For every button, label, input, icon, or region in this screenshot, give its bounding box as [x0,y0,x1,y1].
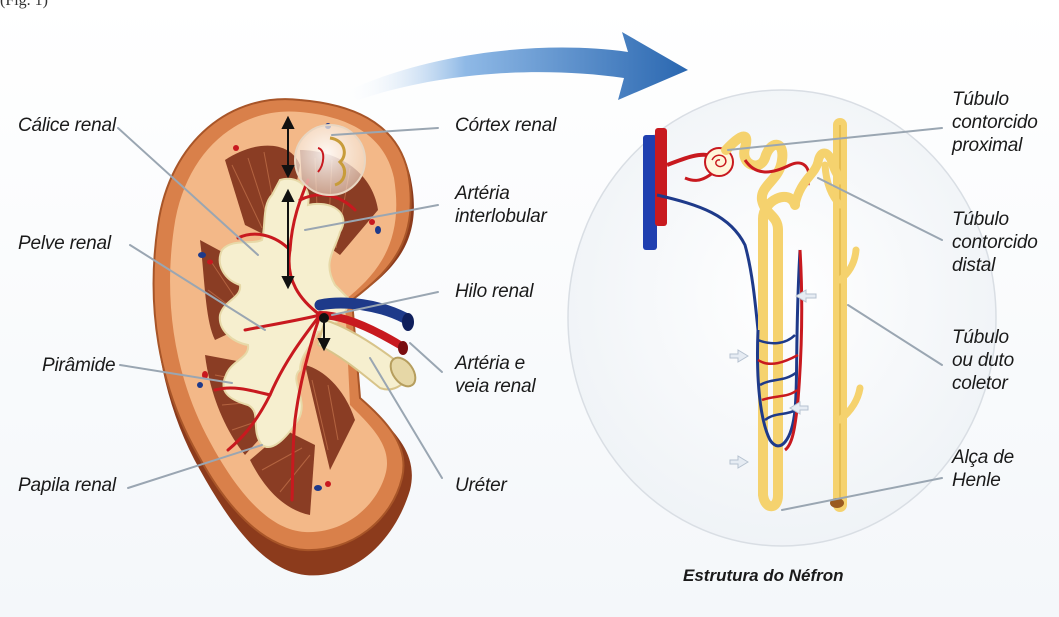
label-arteria-veia-renal: Artéria e veia renal [455,352,535,398]
label-piramide: Pirâmide [42,354,115,377]
label-hilo-renal: Hilo renal [455,280,533,303]
label-tubulo-distal: Túbulo contorcido distal [952,208,1038,277]
label-papila-renal: Papila renal [18,474,116,497]
label-alca-henle: Alça de Henle [952,446,1014,492]
kidney [154,99,421,575]
nephron-caption: Estrutura do Néfron [683,566,844,586]
nephron-vein-trunk [643,135,657,250]
label-pelve-renal: Pelve renal [18,232,111,255]
label-tubulo-coletor: Túbulo ou duto coletor [952,326,1014,395]
cortex-magnifier [295,125,365,195]
label-arteria-interlobular: Artéria interlobular [455,182,547,228]
label-tubulo-proximal: Túbulo contorcido proximal [952,88,1038,157]
magnify-arrow [345,32,688,100]
label-cortex-renal: Córtex renal [455,114,556,137]
nephron-artery-trunk [655,128,667,226]
label-ureter: Uréter [455,474,507,497]
nephron-panel [568,90,996,546]
label-calice-renal: Cálice renal [18,114,116,137]
